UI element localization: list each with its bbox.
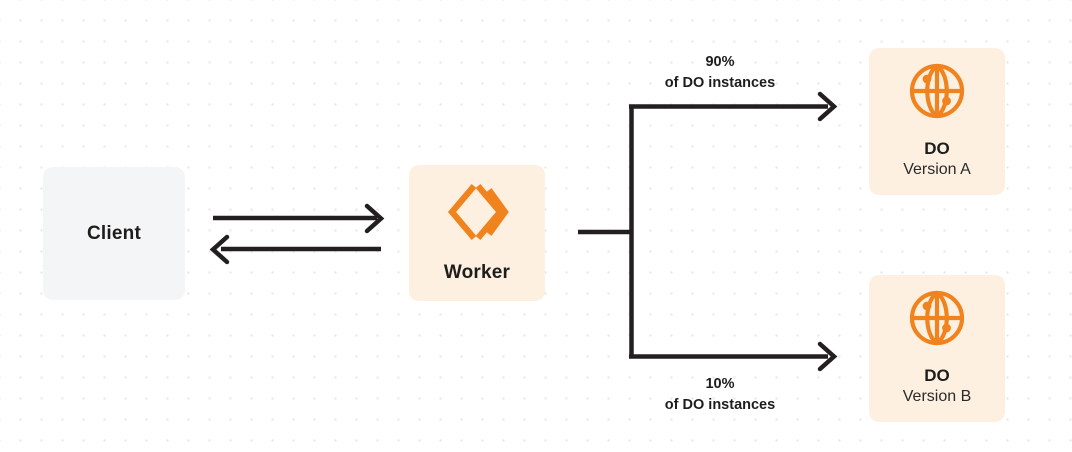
connector-worker-split <box>578 105 634 357</box>
node-do-version-b[interactable]: DO Version B <box>869 275 1005 422</box>
arrow-worker-to-client <box>209 234 381 265</box>
edge-label-do-a: 90% of DO instances <box>612 52 828 93</box>
node-client-label: Client <box>87 222 141 244</box>
arrow-worker-to-do-a <box>629 91 838 122</box>
edge-label-do-b-detail: of DO instances <box>664 396 776 413</box>
durable-object-globe-icon <box>908 289 966 352</box>
arrow-worker-to-do-b <box>629 341 838 372</box>
durable-object-globe-icon <box>908 62 966 125</box>
node-do-a-label: DO <box>924 138 950 158</box>
edge-label-do-b: 10% of DO instances <box>612 374 828 415</box>
arrow-client-to-worker <box>213 203 385 234</box>
node-client[interactable]: Client <box>43 167 185 300</box>
node-do-a-sublabel: Version A <box>903 161 971 179</box>
node-worker[interactable]: Worker <box>409 165 545 301</box>
cloudflare-workers-icon <box>445 182 509 247</box>
node-do-b-label: DO <box>924 365 950 385</box>
edge-label-do-b-percent: 10% <box>705 376 735 392</box>
node-worker-label: Worker <box>443 261 511 283</box>
node-do-version-a[interactable]: DO Version A <box>869 48 1005 195</box>
edge-label-do-a-percent: 90% <box>705 54 735 70</box>
edge-label-do-a-detail: of DO instances <box>664 74 776 91</box>
node-do-b-sublabel: Version B <box>902 388 972 406</box>
